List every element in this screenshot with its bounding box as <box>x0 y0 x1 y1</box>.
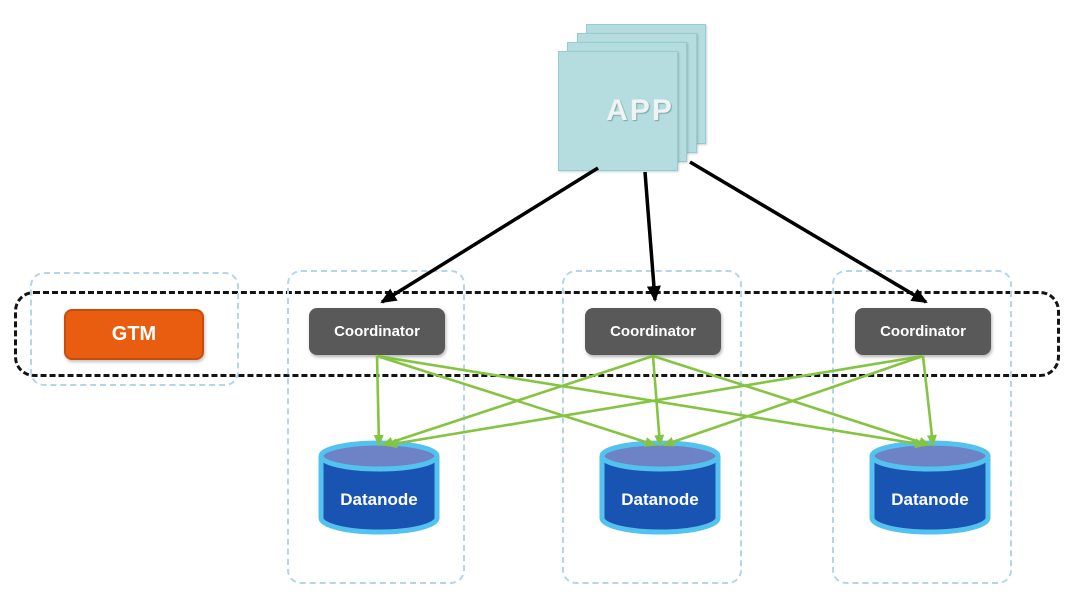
database-cylinder-icon <box>599 440 721 535</box>
gtm-zone <box>30 272 239 386</box>
app-card-front: APP <box>558 51 678 171</box>
coordinator-label: Coordinator <box>880 323 966 340</box>
coordinator-node-2: Coordinator <box>585 308 721 355</box>
database-cylinder-icon <box>318 440 440 535</box>
datanode-label: Datanode <box>891 490 969 509</box>
coordinator-node-1: Coordinator <box>309 308 445 355</box>
datanode-label: Datanode <box>340 490 418 509</box>
coordinator-label: Coordinator <box>334 323 420 340</box>
gtm-label: GTM <box>111 323 157 345</box>
coordinator-label: Coordinator <box>610 323 696 340</box>
datanode-node-2: Datanode <box>596 438 724 538</box>
database-cylinder-icon <box>869 440 991 535</box>
app-label: APP <box>606 94 674 127</box>
app-stack: APP <box>558 24 706 171</box>
datanode-label: Datanode <box>621 490 699 509</box>
coordinator-node-3: Coordinator <box>855 308 991 355</box>
datanode-node-1: Datanode <box>315 438 443 538</box>
datanode-node-3: Datanode <box>866 438 994 538</box>
gtm-node: GTM <box>64 309 204 360</box>
